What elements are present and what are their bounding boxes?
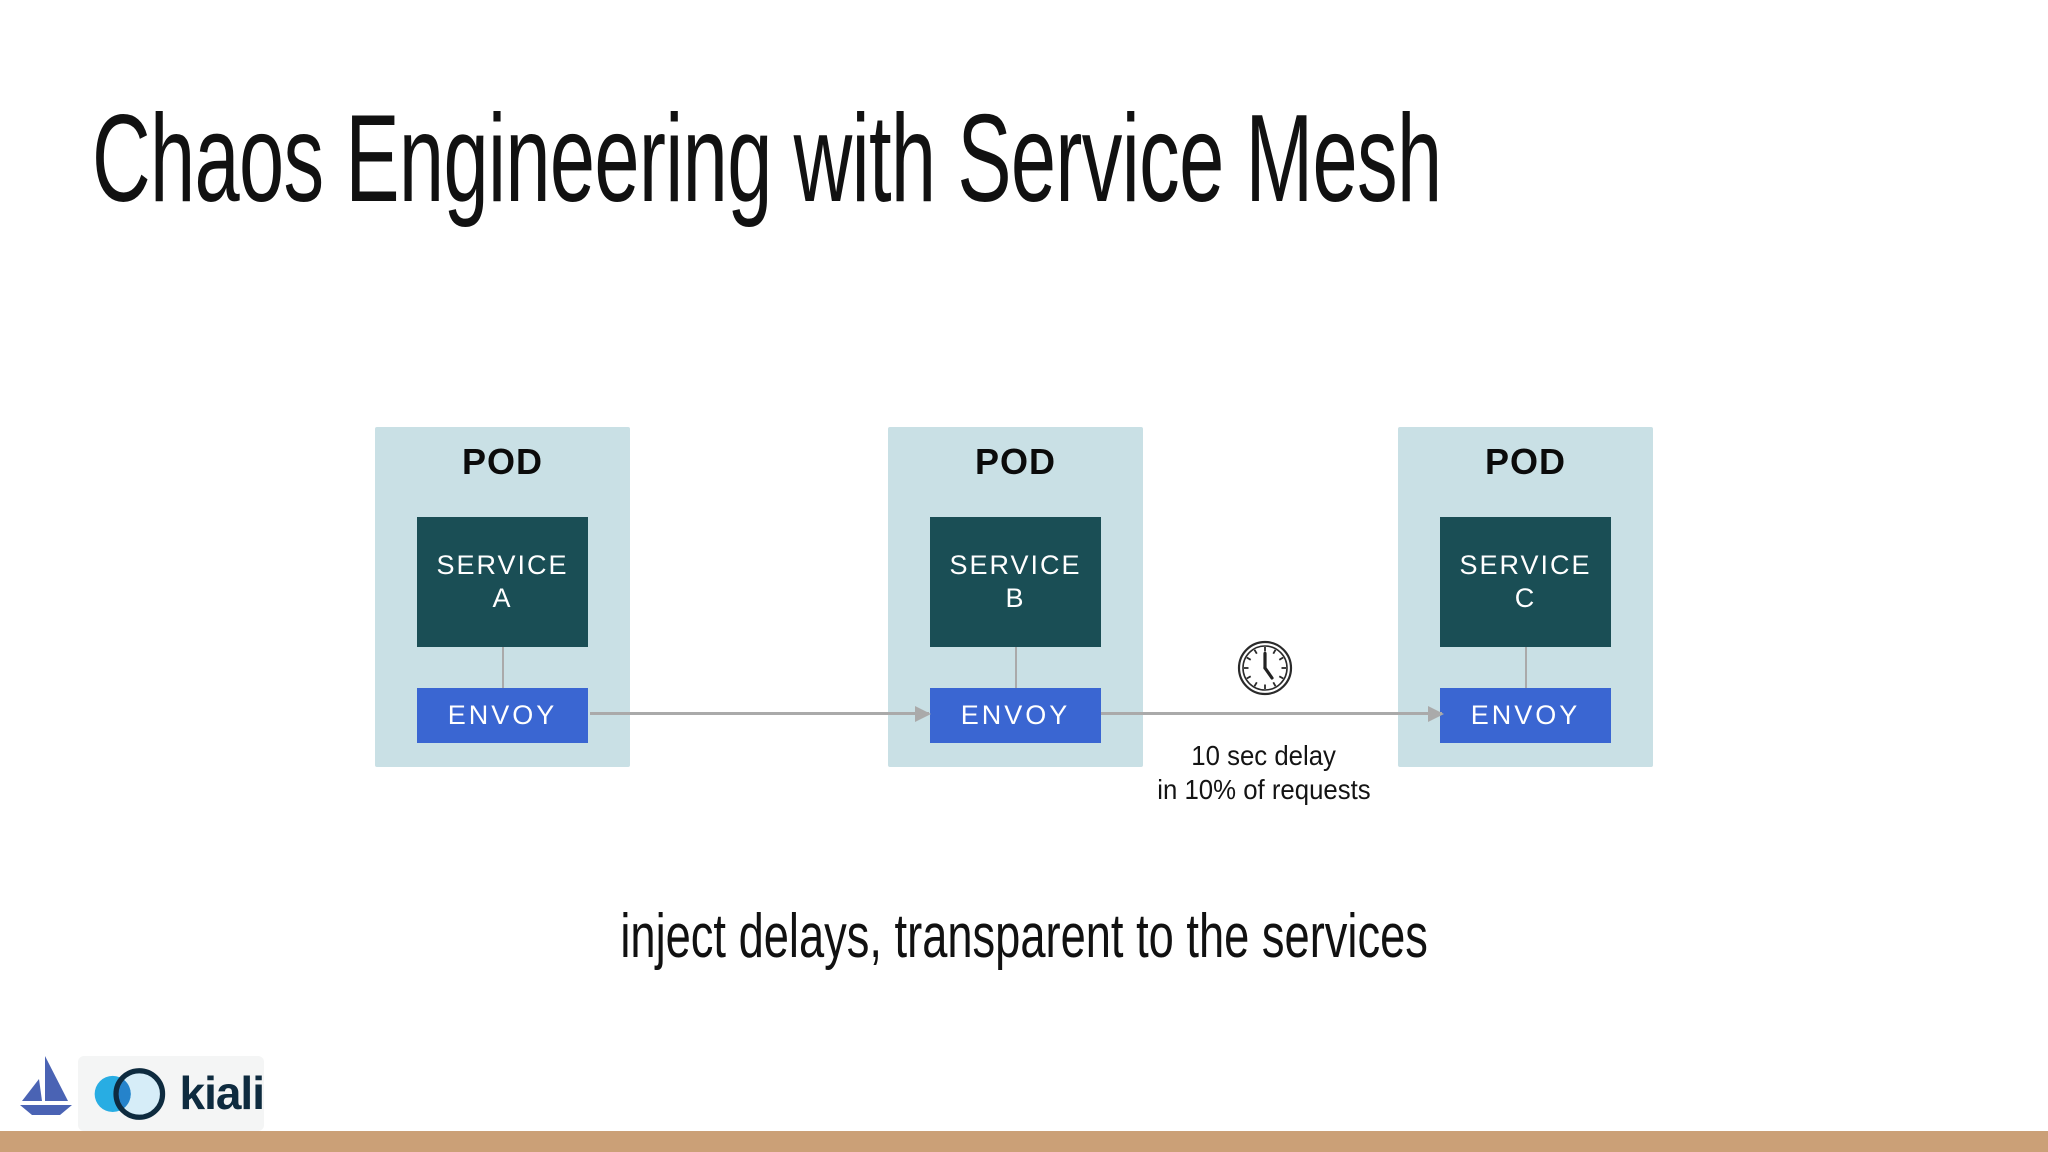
service-envoy-connector-c	[1524, 647, 1527, 688]
service-a-box: SERVICE A	[417, 517, 588, 647]
slide-caption-text: inject delays, transparent to the servic…	[620, 902, 1428, 971]
envoy-a-box: ENVOY	[417, 688, 588, 743]
pod-a-label: POD	[461, 441, 543, 482]
pod-a: POD SERVICE A ENVOY	[375, 427, 630, 767]
pod-c-label: POD	[1484, 441, 1566, 482]
footer-accent-bar	[0, 1131, 2048, 1152]
istio-sailboat-icon	[20, 1056, 72, 1115]
kiali-icon	[94, 1068, 166, 1120]
request-arrow-a-to-b	[590, 712, 929, 715]
kiali-wordmark: kiali	[179, 1066, 265, 1119]
service-b-line1: SERVICE	[949, 550, 1082, 580]
delay-annotation: 10 sec delay in 10% of requests	[1088, 739, 1440, 807]
service-b-box: SERVICE B	[930, 517, 1101, 647]
service-c-line2: C	[1514, 583, 1537, 613]
envoy-b-box: ENVOY	[930, 688, 1101, 743]
clock-icon	[1237, 640, 1293, 696]
service-a-line1: SERVICE	[436, 550, 569, 580]
delay-line2: in 10% of requests	[1157, 774, 1371, 805]
service-b-line2: B	[1005, 583, 1026, 613]
pod-c: POD SERVICE C ENVOY	[1398, 427, 1653, 767]
page-title: Chaos Engineering with Service Mesh	[92, 88, 2048, 231]
delay-line1: 10 sec delay	[1191, 740, 1337, 771]
service-envoy-connector-b	[1014, 647, 1017, 688]
slide-caption: inject delays, transparent to the servic…	[0, 901, 2048, 972]
service-envoy-connector-a	[501, 647, 504, 688]
kiali-logo: kiali	[78, 1056, 265, 1131]
envoy-c-box: ENVOY	[1440, 688, 1611, 743]
page-title-text: Chaos Engineering with Service Mesh	[92, 90, 1442, 228]
service-a-line2: A	[492, 583, 513, 613]
envoy-a-label: ENVOY	[447, 700, 558, 730]
request-arrow-b-to-c	[1101, 712, 1442, 715]
envoy-b-label: ENVOY	[960, 700, 1071, 730]
service-c-line1: SERVICE	[1459, 550, 1592, 580]
envoy-c-label: ENVOY	[1470, 700, 1581, 730]
service-c-box: SERVICE C	[1440, 517, 1611, 647]
pod-b-label: POD	[974, 441, 1056, 482]
